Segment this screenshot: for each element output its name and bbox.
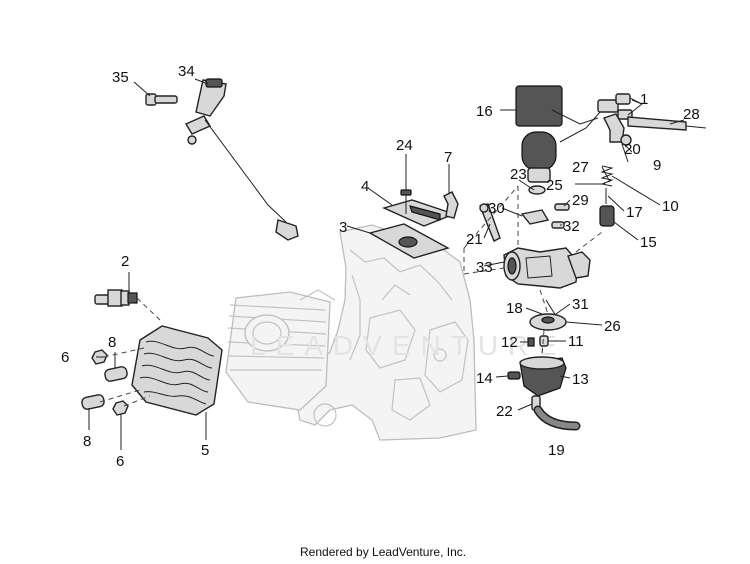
part-1-connector — [597, 93, 633, 120]
part-4-reed-valve — [381, 199, 457, 227]
part-35-bolt — [145, 93, 178, 106]
watermark-text: LEADVENTURE — [250, 330, 567, 361]
callout-26: 26 — [604, 318, 621, 335]
part-13-float-bowl — [519, 356, 567, 397]
part-20-elbow — [603, 113, 632, 146]
callout-34: 34 — [178, 63, 195, 80]
part-21-adjuster — [479, 203, 501, 242]
part-8-stud-lower — [81, 394, 105, 410]
part-33-carburetor — [503, 247, 591, 289]
part-3-gasket — [368, 223, 450, 259]
callout-6-upper: 6 — [61, 349, 69, 366]
callout-28: 28 — [683, 106, 700, 123]
leader-lines — [88, 78, 685, 450]
part-8-stud-upper — [104, 366, 128, 382]
part-28-hose — [627, 116, 707, 131]
part-6-nut-lower — [112, 400, 129, 416]
callout-labels: 1 2 3 4 5 6 6 7 8 8 9 10 11 12 13 14 15 … — [61, 63, 700, 470]
callout-33: 33 — [476, 259, 493, 276]
callout-10: 10 — [662, 198, 679, 215]
callout-3: 3 — [339, 219, 347, 236]
callout-2: 2 — [121, 253, 129, 270]
callout-4: 4 — [361, 178, 369, 195]
callout-13: 13 — [572, 371, 589, 388]
part-26-float — [529, 313, 567, 331]
callout-29: 29 — [572, 192, 589, 209]
callout-11: 11 — [568, 333, 584, 350]
part-2-spark-plug — [94, 289, 138, 307]
callout-24: 24 — [396, 137, 413, 154]
engine-frame-ghost — [294, 224, 477, 441]
callout-32: 32 — [563, 218, 580, 235]
part-34-sensor — [184, 78, 299, 241]
footer-credit: Rendered by LeadVenture, Inc. — [300, 545, 466, 559]
part-12-jet — [527, 337, 535, 347]
part-15-slide — [599, 205, 615, 227]
callout-18: 18 — [506, 300, 523, 317]
callout-9: 9 — [653, 157, 661, 174]
part-19-hose — [533, 405, 581, 431]
part-14-drain-screw — [507, 371, 521, 380]
callout-27: 27 — [572, 159, 589, 176]
callout-12: 12 — [501, 334, 518, 351]
callout-19: 19 — [548, 442, 565, 459]
callout-17: 17 — [626, 204, 643, 221]
callout-31: 31 — [572, 296, 589, 313]
part-23-washer — [528, 185, 546, 195]
callout-7: 7 — [444, 149, 452, 166]
callout-8-lower: 8 — [83, 433, 91, 450]
callout-25: 25 — [546, 177, 563, 194]
part-7-clip — [443, 191, 459, 219]
part-30-plate — [520, 209, 550, 225]
cylinder-ghost — [225, 289, 336, 411]
callout-14: 14 — [476, 370, 493, 387]
callout-15: 15 — [640, 234, 657, 251]
part-29-screw — [554, 203, 570, 211]
callout-21: 21 — [466, 231, 483, 248]
part-31-needle — [545, 299, 557, 317]
callout-1: 1 — [640, 91, 648, 108]
callout-22: 22 — [496, 403, 513, 420]
part-11-jet — [539, 335, 549, 347]
callout-30: 30 — [488, 200, 505, 217]
callout-16: 16 — [476, 103, 493, 120]
part-32-screw — [551, 221, 565, 229]
callout-6-lower: 6 — [116, 453, 124, 470]
part-5-cylinder-head — [131, 325, 223, 416]
callout-8-upper: 8 — [108, 334, 116, 351]
callout-23: 23 — [510, 166, 527, 183]
callout-20: 20 — [624, 141, 641, 158]
callout-5: 5 — [201, 442, 209, 459]
part-16-ignition-coil — [515, 85, 601, 183]
callout-35: 35 — [112, 69, 129, 86]
